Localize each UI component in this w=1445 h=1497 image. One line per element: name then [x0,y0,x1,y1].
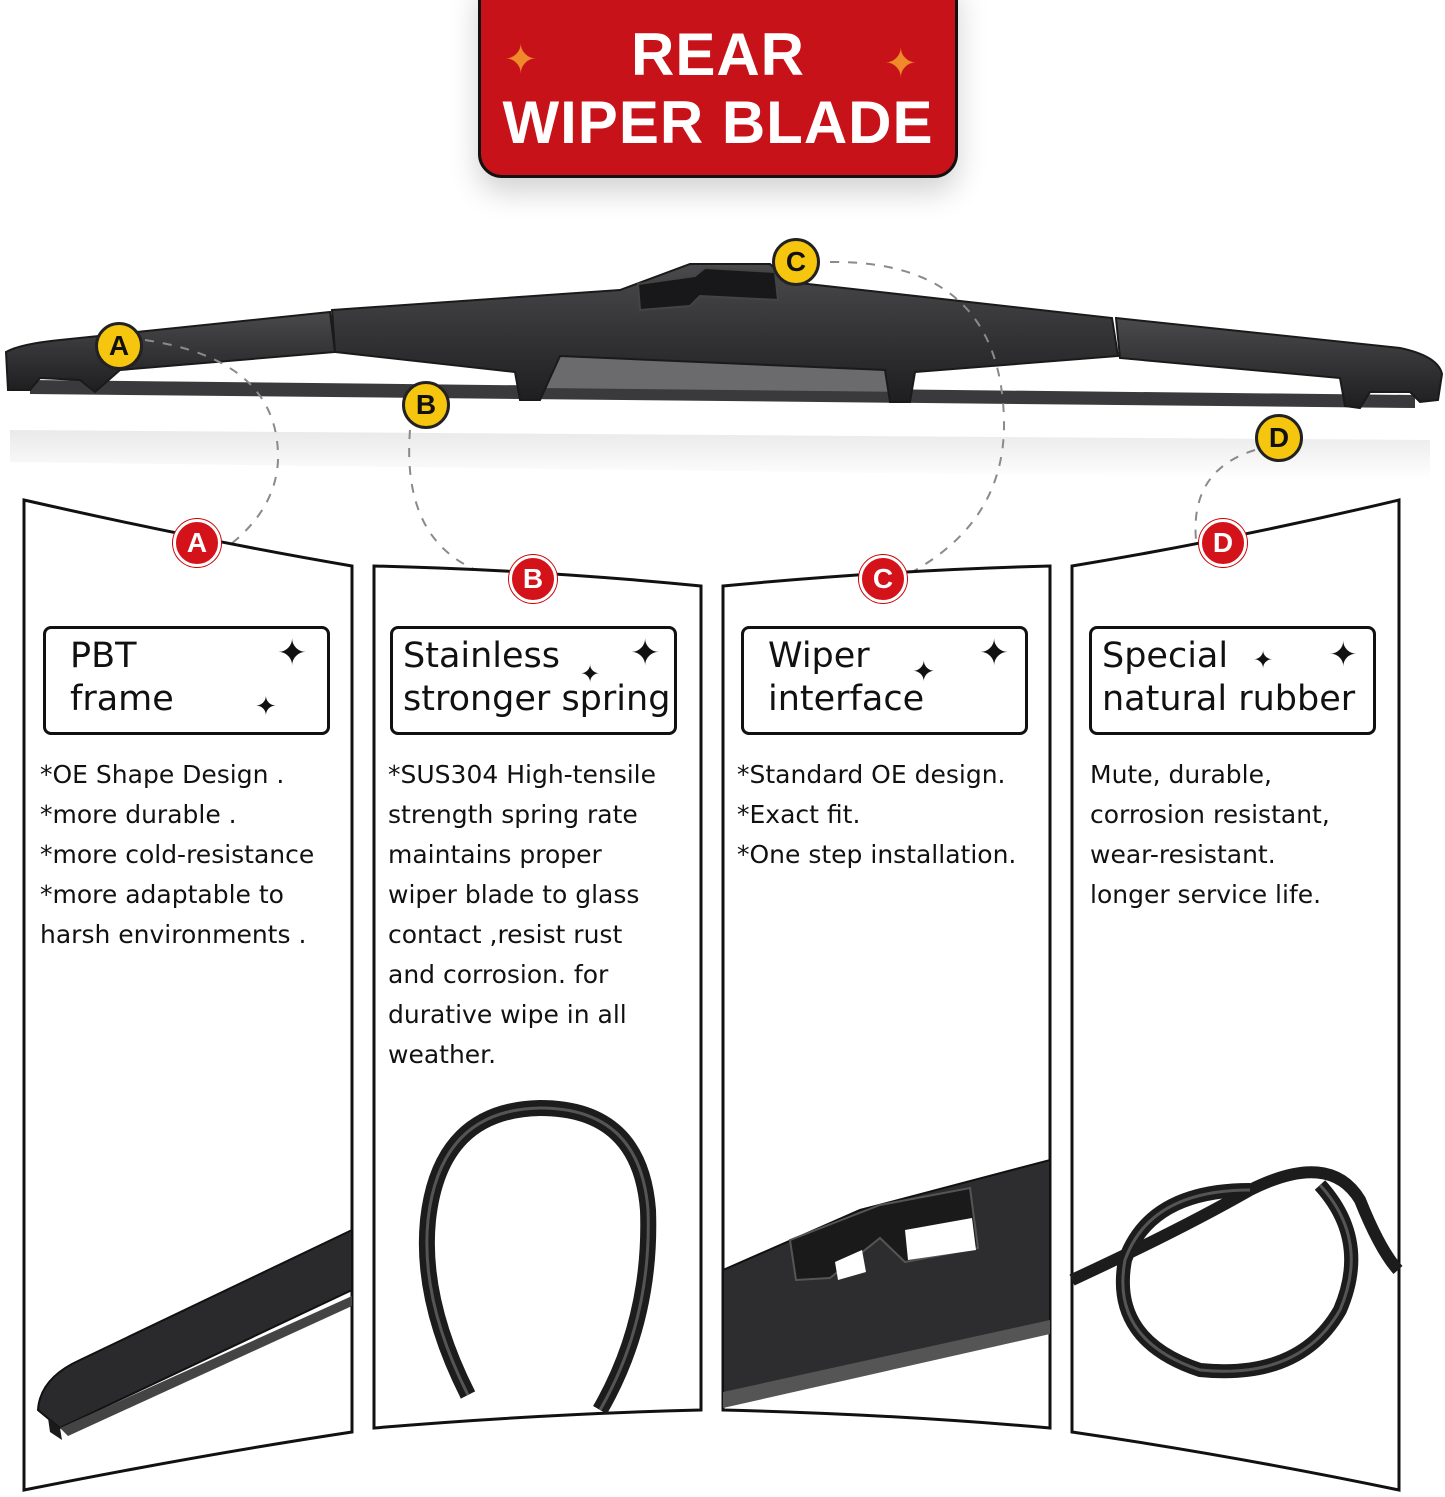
star-sparkle-icon: ✦ [580,660,601,688]
orange-sparkle-icon: ✦ [504,37,538,83]
rubber-loop-image [1069,1166,1403,1379]
feature-title: PBT frame [70,636,174,719]
orange-sparkle-icon: ✦ [884,41,918,87]
feature-box-wiper-interface: Wiper interface [741,626,1028,735]
feature-box-pbt-frame: PBT frame [43,626,330,735]
callout-badge-b: B [402,381,450,429]
blade-right-segment [1114,316,1444,410]
title-banner: REAR WIPER BLADE [478,0,958,178]
blade-end-closeup-image [36,1228,353,1440]
feature-box-natural-rubber: Special natural rubber [1089,626,1376,735]
feature-description: *SUS304 High-tensile strength spring rat… [388,760,657,1069]
feature-box-stainless-spring: Stainless stronger spring [390,626,677,735]
feature-title: Wiper interface [768,636,925,719]
banner-title-line-1: REAR [630,21,805,88]
blade-left-segment [4,310,337,394]
feature-description: *Standard OE design. *Exact fit. *One st… [737,760,1017,869]
star-sparkle-icon: ✦ [255,692,277,722]
panel-badge-a: A [173,519,221,567]
star-sparkle-icon: ✦ [1253,646,1274,674]
star-sparkle-icon: ✦ [912,655,936,688]
star-sparkle-icon: ✦ [979,633,1010,674]
interface-closeup-image [722,1158,1051,1408]
callout-badge-c: C [772,238,820,286]
interface-window [636,266,780,312]
wiper-blade-illustration [4,260,1444,581]
blade-middle-segment [330,263,1120,403]
banner-title-line-2: WIPER BLADE [502,89,934,156]
spring-coil-image [418,1099,657,1415]
callout-badge-d: D [1255,414,1303,462]
star-sparkle-icon: ✦ [1329,635,1358,675]
callout-badge-a: A [95,322,143,370]
feature-description: Mute, durable, corrosion resistant, wear… [1090,760,1330,909]
dashed-connectors [144,260,1256,581]
panel-badge-d: D [1199,519,1247,567]
panel-badge-c: C [859,555,907,603]
star-sparkle-icon: ✦ [630,633,661,674]
feature-title: Special natural rubber [1102,636,1356,719]
blade-reflection [10,430,1430,480]
panel-badge-b: B [509,555,557,603]
rubber-strip [30,380,1415,408]
feature-title: Stainless stronger spring [403,636,671,719]
feature-description: *OE Shape Design . *more durable . *more… [40,760,315,949]
star-sparkle-icon: ✦ [277,633,308,674]
